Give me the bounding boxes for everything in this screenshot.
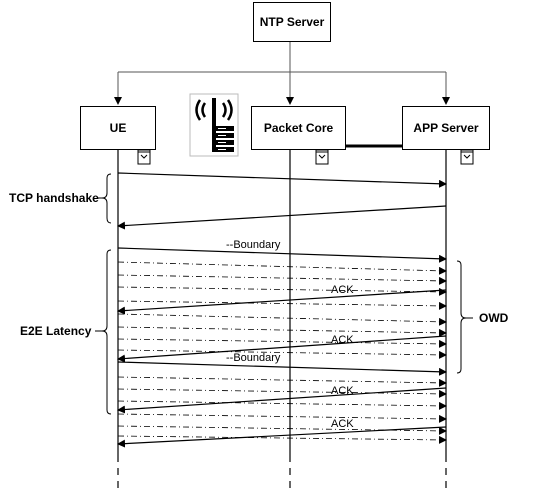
lifelines	[117, 150, 447, 455]
data-arrow	[117, 349, 447, 359]
data-arrow	[117, 425, 447, 435]
capture-probe-icon	[137, 149, 474, 165]
ntp-sync-lines	[114, 42, 450, 105]
data-arrow	[117, 313, 447, 326]
tcp-handshake-bracket	[101, 173, 112, 224]
ue-node: UE	[80, 106, 156, 150]
ack-arrow	[117, 387, 447, 414]
lifeline-tails	[117, 455, 447, 493]
ack-label-3: ACK	[331, 385, 354, 397]
data-arrow	[117, 413, 447, 423]
e2e-latency-bracket	[101, 249, 112, 415]
boundary-arrow-1	[117, 247, 447, 263]
ack-arrow	[117, 289, 447, 315]
cell-tower-icon	[189, 93, 239, 157]
data-arrow	[117, 338, 447, 348]
brackets	[95, 173, 473, 415]
boundary-arrow-2	[117, 361, 447, 376]
e2e-latency-label: E2E Latency	[20, 324, 92, 338]
owd-bracket	[456, 260, 467, 374]
boundary-label-2: --Boundary	[226, 352, 281, 364]
boundary-label-1: --Boundary	[226, 239, 281, 251]
data-arrow	[117, 274, 447, 285]
data-transfer-messages	[117, 247, 447, 448]
data-arrow	[117, 326, 447, 337]
ack-arrow	[117, 426, 447, 448]
app-server-node: APP Server	[402, 106, 490, 150]
data-arrow	[117, 435, 447, 444]
tcp-handshake-messages	[117, 172, 447, 230]
data-arrow	[117, 376, 447, 387]
ack-arrow	[117, 335, 447, 363]
owd-label: OWD	[479, 311, 509, 325]
data-arrow	[117, 400, 447, 410]
syn-ack-arrow	[117, 205, 447, 230]
data-arrow	[117, 286, 447, 296]
data-arrow	[117, 300, 447, 310]
ack-label-4: ACK	[331, 418, 354, 430]
ntp-server-node: NTP Server	[253, 2, 331, 42]
packet-core-node: Packet Core	[251, 106, 346, 150]
ack-label-1: ACK	[331, 284, 354, 296]
syn-arrow	[117, 172, 447, 188]
data-arrow	[117, 261, 447, 275]
ack-label-2: ACK	[331, 334, 354, 346]
tcp-handshake-label: TCP handshake	[9, 191, 99, 205]
data-arrow	[117, 388, 447, 398]
